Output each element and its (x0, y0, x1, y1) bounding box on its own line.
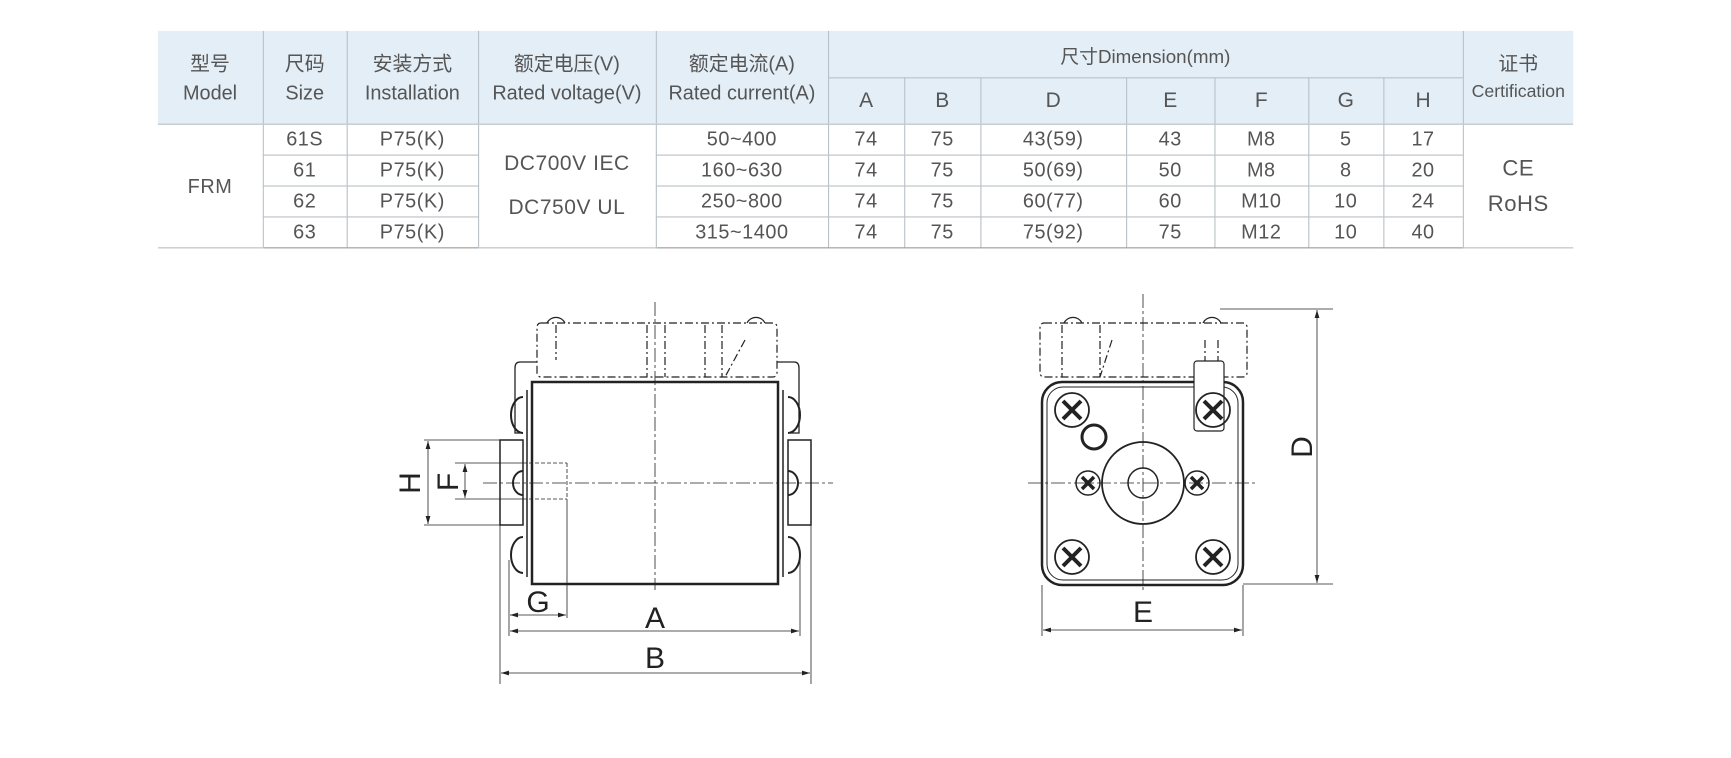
cert-rohs: RoHS (1487, 191, 1549, 216)
dim-h-cell: 20 (1382, 155, 1464, 187)
header-certification: 证书 Certification (1462, 30, 1574, 125)
dim-b-cell: 75 (903, 216, 981, 249)
dim-e-cell: 75 (1125, 216, 1215, 249)
cert-cell: CE RoHS (1462, 124, 1574, 249)
dim-g-cell: 10 (1307, 216, 1384, 249)
header-current-cn: 额定电流(A) (688, 52, 795, 76)
installation-cell: P75(K) (346, 155, 479, 187)
dim-f-cell: M8 (1213, 124, 1309, 156)
header-dim-b: B (903, 77, 981, 125)
dim-d-cell: 50(69) (979, 155, 1127, 187)
size-cell: 63 (262, 216, 348, 249)
dim-f-cell: M12 (1213, 216, 1309, 249)
dim-f-cell: M8 (1213, 155, 1309, 187)
dim-h-cell: 24 (1382, 186, 1464, 218)
dim-g-cell: 10 (1307, 186, 1384, 218)
dim-f-cell: M10 (1213, 186, 1309, 218)
dim-d-cell: 43(59) (979, 124, 1127, 156)
header-current-en: Rated current(A) (668, 81, 816, 104)
dim-e-cell: 50 (1125, 155, 1215, 187)
header-dim-h: H (1382, 77, 1464, 125)
header-model: 型号 Model (157, 30, 264, 125)
top-assembly (536, 322, 778, 378)
current-cell: 250~800 (655, 186, 829, 218)
header-dim-d: D (979, 77, 1127, 125)
cert-ce: CE (1502, 156, 1535, 181)
header-rated-voltage: 额定电压(V) Rated voltage(V) (477, 30, 657, 125)
installation-cell: P75(K) (346, 216, 479, 249)
side-view-drawing (424, 302, 833, 684)
header-dim-e: E (1125, 77, 1215, 125)
dim-b-cell: 75 (903, 124, 981, 156)
header-model-cn: 型号 (190, 52, 230, 76)
dim-e-cell: 43 (1125, 124, 1215, 156)
header-installation: 安装方式 Installation (346, 30, 479, 125)
header-size-en: Size (285, 81, 325, 104)
dim-label-b: B (645, 642, 665, 675)
dim-a-cell: 74 (827, 124, 905, 156)
fuse-end-face (1040, 380, 1245, 587)
dim-a-cell: 74 (827, 186, 905, 218)
dim-label-h: H (394, 472, 427, 494)
dim-label-a: A (645, 602, 665, 635)
header-size-cn: 尺码 (284, 52, 325, 76)
header-dim-f: F (1213, 77, 1309, 125)
current-cell: 50~400 (655, 124, 829, 156)
size-cell: 62 (262, 186, 348, 218)
size-cell: 61S (262, 124, 348, 156)
voltage-cell: DC700V IEC DC750V UL (477, 124, 657, 249)
current-cell: 315~1400 (655, 216, 829, 249)
dim-h-cell: 17 (1382, 124, 1464, 156)
dim-h-cell: 40 (1382, 216, 1464, 249)
end-view-drawing (1028, 294, 1333, 636)
header-dimension: 尺寸Dimension(mm) (827, 30, 1464, 78)
model-cell: FRM (157, 124, 264, 249)
header-installation-en: Installation (364, 81, 460, 104)
dim-d-cell: 60(77) (979, 186, 1127, 218)
current-cell: 160~630 (655, 155, 829, 187)
size-cell: 61 (262, 155, 348, 187)
installation-cell: P75(K) (346, 186, 479, 218)
dim-e-cell: 60 (1125, 186, 1215, 218)
dim-label-e: E (1133, 596, 1153, 629)
header-installation-cn: 安装方式 (372, 52, 453, 76)
right-terminal (787, 439, 812, 526)
dim-label-f: F (432, 473, 465, 491)
left-terminal (499, 439, 524, 526)
header-dim-g: G (1307, 77, 1384, 125)
dim-g-cell: 8 (1307, 155, 1384, 187)
dim-label-g: G (526, 586, 549, 619)
header-model-en: Model (182, 81, 238, 104)
dim-g-cell: 5 (1307, 124, 1384, 156)
header-size: 尺码 Size (262, 30, 348, 125)
header-cert-en: Certification (1471, 82, 1565, 102)
dim-b-cell: 75 (903, 186, 981, 218)
header-rated-current: 额定电流(A) Rated current(A) (655, 30, 829, 125)
header-cert-cn: 证书 (1498, 52, 1539, 76)
dim-label-d: D (1286, 436, 1319, 458)
corner-screws (1054, 392, 1231, 575)
voltage-iec: DC700V IEC (504, 151, 630, 175)
header-dim-a: A (827, 77, 905, 125)
header-voltage-en: Rated voltage(V) (492, 81, 642, 104)
dim-d-cell: 75(92) (979, 216, 1127, 249)
dim-b-cell: 75 (903, 155, 981, 187)
spec-table: 型号 Model 尺码 Size 安装方式 Installation 额定电压(V) R… (157, 30, 1574, 249)
voltage-ul: DC750V UL (508, 195, 626, 220)
header-voltage-cn: 额定电压(V) (513, 52, 620, 76)
installation-cell: P75(K) (346, 124, 479, 156)
